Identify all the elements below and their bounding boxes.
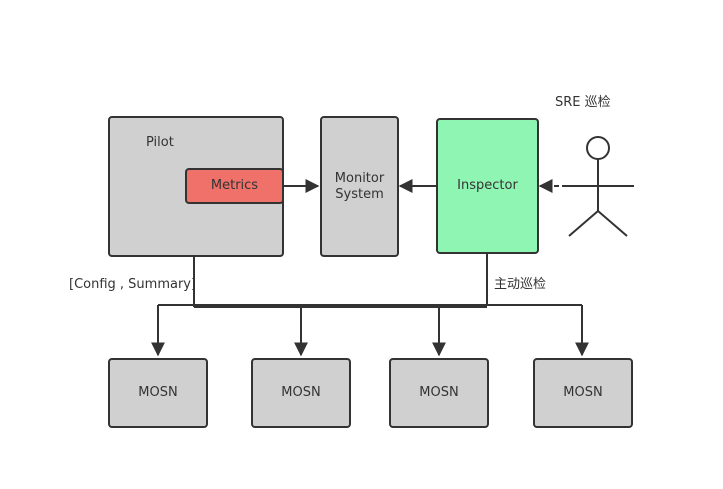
mosn-label: MOSN bbox=[281, 385, 321, 400]
metrics-node: Metrics bbox=[185, 168, 284, 204]
active-inspection-label: 主动巡检 bbox=[494, 277, 547, 292]
mosn-label: MOSN bbox=[563, 385, 603, 400]
mosn-node: MOSN bbox=[108, 358, 208, 428]
inspector-node: Inspector bbox=[436, 118, 539, 254]
sre-label: SRE 巡检 bbox=[555, 95, 611, 110]
mosn-label: MOSN bbox=[419, 385, 459, 400]
monitor-system-node: Monitor System bbox=[320, 116, 399, 257]
metrics-label: Metrics bbox=[210, 178, 259, 193]
monitor-label-line1: Monitor bbox=[334, 170, 385, 186]
mosn-node: MOSN bbox=[533, 358, 633, 428]
inspector-label: Inspector bbox=[457, 178, 518, 193]
mosn-label: MOSN bbox=[138, 385, 178, 400]
mosn-node: MOSN bbox=[251, 358, 351, 428]
config-summary-label: [Config , Summary] bbox=[69, 277, 197, 292]
monitor-label-line2: System bbox=[335, 186, 384, 202]
pilot-label: Pilot bbox=[146, 135, 174, 150]
sre-person-icon bbox=[562, 136, 634, 237]
mosn-node: MOSN bbox=[389, 358, 489, 428]
